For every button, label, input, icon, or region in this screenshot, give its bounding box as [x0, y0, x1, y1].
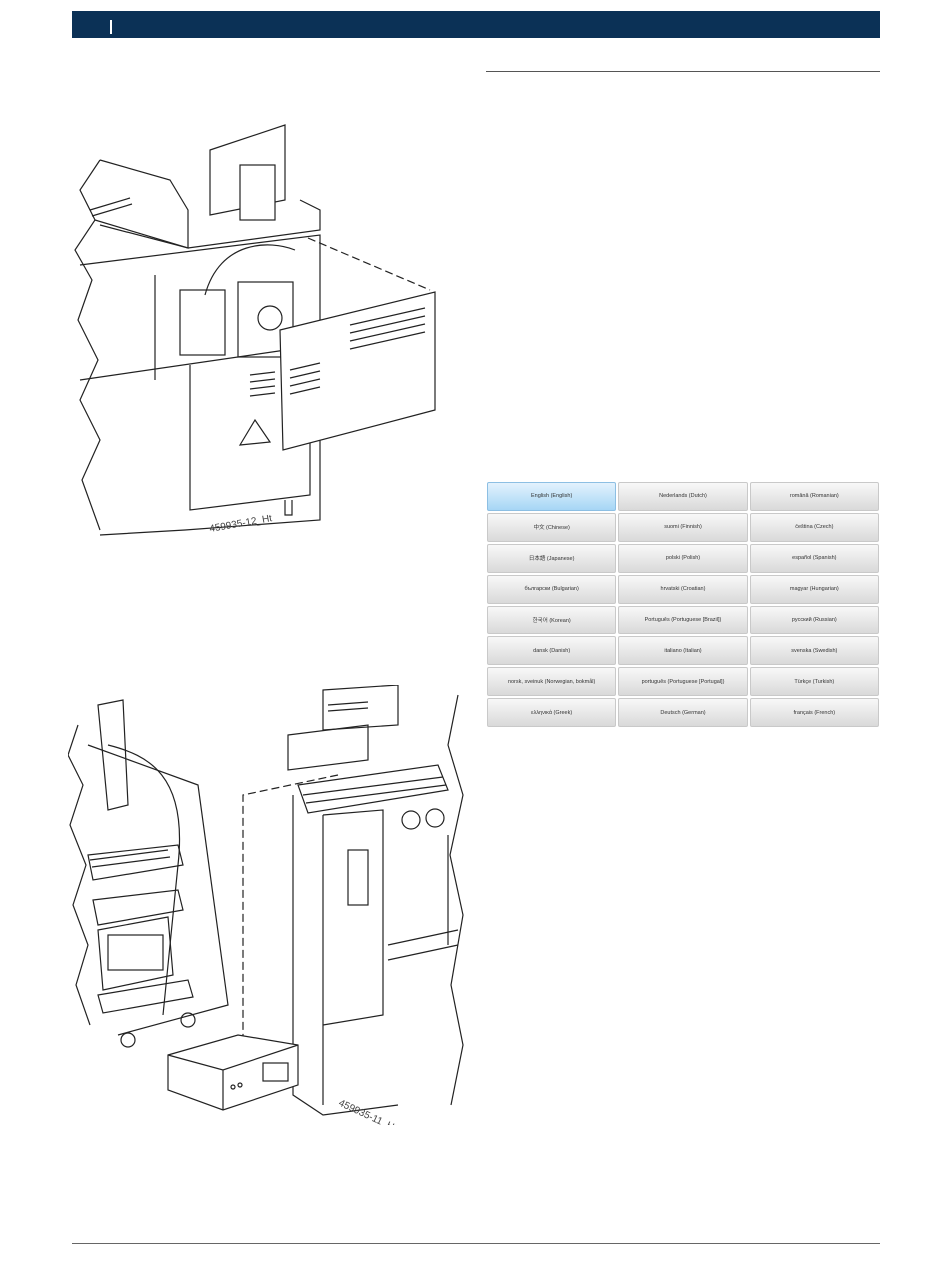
- footer-divider: [72, 1243, 880, 1244]
- language-button[interactable]: svenska (Swedish): [749, 636, 879, 666]
- language-button[interactable]: suomi (Finnish): [618, 512, 748, 542]
- figure-side-panel-removal: 459935-12_Ht: [70, 120, 450, 540]
- language-button[interactable]: Deutsch (German): [618, 698, 748, 727]
- language-button[interactable]: čeština (Czech): [749, 512, 879, 542]
- language-button[interactable]: English (English): [487, 482, 617, 511]
- language-button[interactable]: magyar (Hungarian): [749, 574, 879, 604]
- header-bar: [72, 11, 880, 38]
- figure-code: 459935-11_Ht: [337, 1098, 399, 1125]
- language-button[interactable]: italiano (Italian): [618, 636, 748, 666]
- section-divider: [486, 71, 880, 72]
- language-button[interactable]: 한국어 (Korean): [487, 605, 617, 635]
- language-button[interactable]: português (Portuguese [Portugal]): [618, 667, 748, 697]
- language-button[interactable]: español (Spanish): [749, 543, 879, 573]
- language-button[interactable]: polski (Polish): [618, 543, 748, 573]
- language-button[interactable]: dansk (Danish): [487, 636, 617, 666]
- language-selection-grid: English (English)Nederlands (Dutch)român…: [487, 482, 879, 727]
- language-button[interactable]: français (French): [749, 698, 879, 727]
- language-button[interactable]: Português (Portuguese [Brazil]): [618, 605, 748, 635]
- trolley-pc-illustration: 459935-11_Ht: [68, 685, 464, 1125]
- bench-illustration: 459935-12_Ht: [74, 124, 436, 536]
- language-button[interactable]: ελληνικά (Greek): [487, 698, 617, 727]
- language-button[interactable]: Nederlands (Dutch): [618, 482, 748, 511]
- language-button[interactable]: română (Romanian): [749, 482, 879, 511]
- language-button[interactable]: norsk, sveinuk (Norwegian, bokmål): [487, 667, 617, 697]
- language-button[interactable]: български (Bulgarian): [487, 574, 617, 604]
- language-button[interactable]: 日本語 (Japanese): [487, 543, 617, 573]
- language-button[interactable]: русский (Russian): [749, 605, 879, 635]
- language-button[interactable]: hrvatski (Croatian): [618, 574, 748, 604]
- header-marker: [110, 20, 112, 34]
- language-button[interactable]: 中文 (Chinese): [487, 512, 617, 542]
- figure-pc-installation: 459935-11_Ht: [68, 685, 468, 1125]
- language-button[interactable]: Türkçe (Turkish): [749, 667, 879, 697]
- figure-code: 459935-12_Ht: [209, 513, 274, 535]
